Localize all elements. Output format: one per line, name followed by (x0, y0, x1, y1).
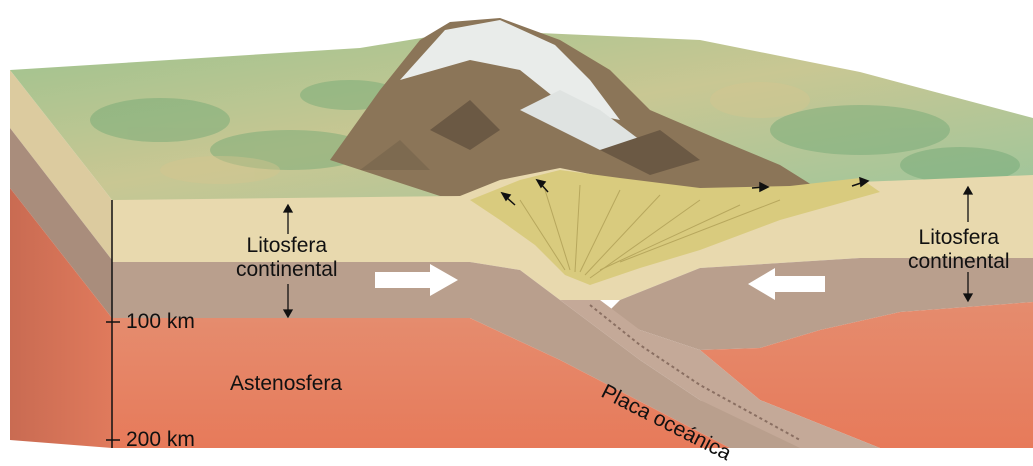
depth-200-label: 200 km (126, 428, 195, 452)
right-lithosphere-line2: continental (908, 250, 1010, 274)
left-lithosphere-line1: Litosfera (236, 234, 338, 258)
left-lithosphere-line2: continental (236, 258, 338, 282)
collision-diagram: Litosfera continental Litosfera continen… (0, 0, 1033, 454)
block-diagram (0, 0, 1033, 454)
left-lithosphere-label: Litosfera continental (236, 234, 338, 282)
right-lithosphere-line1: Litosfera (908, 226, 1010, 250)
depth-100-label: 100 km (126, 310, 195, 334)
asthenosphere-label: Astenosfera (230, 372, 342, 396)
right-lithosphere-label: Litosfera continental (908, 226, 1010, 274)
